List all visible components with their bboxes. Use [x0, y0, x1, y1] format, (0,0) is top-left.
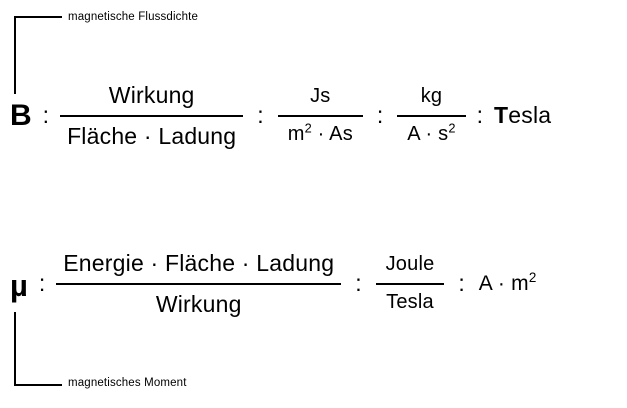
result-ampere-square-metre: A · m2 [478, 269, 537, 295]
equation-magnetic-flux-density: B : Wirkung Fläche · Ladung : Js m2 · As… [10, 70, 551, 162]
separator-colon: : [476, 101, 484, 128]
leader-horizontal-segment-bottom [14, 384, 62, 386]
leader-horizontal-segment-top [14, 16, 62, 18]
fraction-energie-flaeche-ladung-over-wirkung: Energie · Fläche · Ladung Wirkung [56, 249, 342, 318]
unit-metre: m [287, 123, 305, 146]
fraction-wirkung-over-flaeche-ladung: Wirkung Fläche · Ladung [60, 81, 244, 150]
exponent: 2 [448, 120, 456, 136]
fraction-bar [56, 282, 342, 286]
fraction-denominator: Tesla [386, 291, 434, 314]
annotation-magnetic-flux-density: magnetische Flussdichte [68, 11, 199, 23]
separator-colon: : [42, 101, 50, 128]
fraction-denominator: m2 · As [278, 117, 363, 146]
leader-vertical-segment-bottom [14, 312, 16, 386]
fraction-bar [60, 114, 244, 118]
fraction-kg-over-a-s2: kg A · s2 [397, 85, 466, 146]
fraction-numerator: Energie · Fläche · Ladung [63, 249, 335, 276]
separator-colon: : [376, 101, 384, 128]
exponent: 2 [528, 269, 537, 285]
separator-colon: : [257, 101, 264, 128]
unit-ampere-second: · As [311, 123, 353, 146]
fraction-numerator: Wirkung [108, 81, 195, 108]
fraction-bar [277, 114, 363, 118]
fraction-numerator: Js [310, 85, 331, 108]
result-lead-letter: T [494, 101, 509, 128]
symbol-b: B [10, 99, 32, 132]
separator-colon: : [355, 269, 362, 296]
fraction-js-over-m2-as: Js m2 · As [277, 85, 363, 146]
fraction-denominator: Wirkung [155, 291, 242, 318]
fraction-denominator: Fläche · Ladung [67, 123, 237, 150]
fraction-numerator: kg [420, 85, 443, 108]
result-rest: esla [508, 101, 552, 128]
leader-vertical-segment-top [14, 16, 16, 94]
unit-ampere-metre: A · m [478, 271, 529, 295]
fraction-joule-over-tesla: Joule Tesla [375, 253, 445, 314]
symbol-mu: µ [10, 267, 28, 303]
separator-colon: : [458, 269, 465, 296]
fraction-bar [397, 114, 466, 118]
equation-magnetic-moment: µ : Energie · Fläche · Ladung Wirkung : … [10, 238, 537, 330]
fraction-numerator: Joule [385, 253, 435, 276]
fraction-denominator: A · s2 [397, 117, 465, 146]
fraction-bar [375, 282, 445, 286]
exponent: 2 [304, 120, 312, 136]
annotation-magnetic-moment: magnetisches Moment [68, 377, 187, 389]
result-tesla: Tesla [494, 101, 552, 128]
unit-ampere-second: A · s [407, 123, 449, 146]
separator-colon: : [38, 269, 46, 296]
